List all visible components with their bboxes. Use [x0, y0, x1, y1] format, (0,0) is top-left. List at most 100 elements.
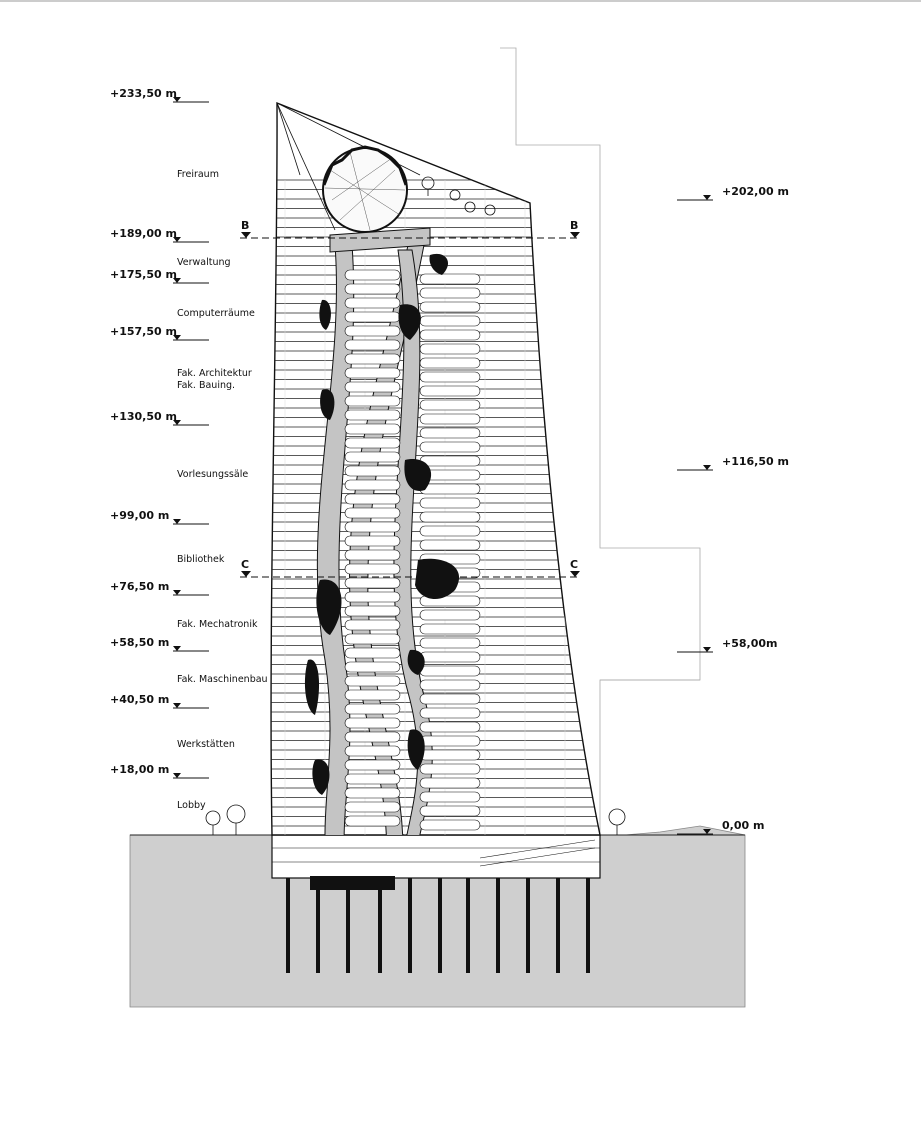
pile — [556, 878, 560, 973]
level-triangle-icon — [703, 647, 711, 652]
pod — [344, 437, 401, 449]
pod — [419, 455, 481, 467]
function-label: Fak. Mechatronik — [177, 619, 258, 630]
pod — [419, 413, 481, 425]
pod — [344, 647, 401, 659]
pod — [344, 297, 401, 309]
section-arrow-icon — [570, 232, 580, 238]
pod — [344, 395, 401, 407]
pod — [344, 521, 401, 533]
pod — [419, 525, 481, 537]
pod — [344, 479, 401, 491]
pod — [419, 511, 481, 523]
pile — [316, 878, 320, 973]
level-label: +189,00 m — [110, 227, 177, 240]
pod — [344, 577, 401, 589]
pod — [344, 353, 401, 365]
level-triangle-icon — [173, 646, 181, 651]
section-arrow-icon — [241, 571, 251, 577]
black-voids — [304, 253, 460, 795]
pod — [344, 675, 401, 687]
level-triangle-icon — [173, 590, 181, 595]
pod — [419, 287, 481, 299]
pod — [419, 791, 481, 803]
pod — [419, 315, 481, 327]
level-label: +157,50 m — [110, 325, 177, 338]
level-label: +202,00 m — [722, 185, 789, 198]
pod — [344, 493, 401, 505]
function-label: Bibliothek — [177, 554, 225, 565]
pod — [419, 679, 481, 691]
level-triangle-icon — [173, 773, 181, 778]
pod — [344, 591, 401, 603]
function-label: Lobby — [177, 800, 206, 811]
section-arrow-icon — [241, 232, 251, 238]
pod — [344, 745, 401, 757]
pod — [344, 759, 401, 771]
left-level-markers: +233,50 m+189,00 m+175,50 m+157,50 m+130… — [110, 87, 209, 779]
pod — [419, 623, 481, 635]
section-mark-left: C — [241, 558, 249, 571]
pod — [344, 325, 401, 337]
function-label: Fak. Maschinenbau — [177, 674, 268, 685]
basement — [271, 834, 601, 890]
pile — [586, 878, 590, 973]
pod — [344, 367, 401, 379]
level-triangle-icon — [703, 465, 711, 470]
function-label: Verwaltung — [177, 257, 231, 268]
level-label: +40,50 m — [110, 693, 169, 706]
floor-pods — [344, 269, 481, 831]
pod — [419, 371, 481, 383]
site-trees — [205, 804, 626, 835]
pod — [419, 273, 481, 285]
level-label: 0,00 m — [722, 819, 764, 832]
level-label: +58,50 m — [110, 636, 169, 649]
level-triangle-icon — [173, 335, 181, 340]
pod — [344, 283, 401, 295]
pod — [344, 605, 401, 617]
pod — [419, 399, 481, 411]
level-triangle-icon — [703, 195, 711, 200]
pod — [344, 815, 401, 827]
pod — [344, 339, 401, 351]
pod — [419, 693, 481, 705]
neighbour-buildings — [500, 47, 701, 835]
pile — [286, 878, 290, 973]
section-mark-right: B — [570, 219, 578, 232]
pod — [344, 549, 401, 561]
pile — [466, 878, 470, 973]
pod — [419, 777, 481, 789]
pod — [344, 269, 401, 281]
function-label: Fak. Architektur — [177, 368, 252, 379]
pod — [419, 763, 481, 775]
pod — [419, 539, 481, 551]
level-label: +76,50 m — [110, 580, 169, 593]
pod — [419, 385, 481, 397]
section-mark-left: B — [241, 219, 249, 232]
section-mark-right: C — [570, 558, 578, 571]
pile — [408, 878, 412, 973]
pod — [419, 609, 481, 621]
pod — [344, 535, 401, 547]
pod — [419, 665, 481, 677]
pod — [419, 343, 481, 355]
pod — [344, 801, 401, 813]
level-triangle-icon — [173, 420, 181, 425]
level-label: +116,50 m — [722, 455, 789, 468]
pod — [419, 805, 481, 817]
pod — [344, 409, 401, 421]
pod — [344, 703, 401, 715]
level-label: +99,00 m — [110, 509, 169, 522]
pod — [344, 731, 401, 743]
level-triangle-icon — [703, 829, 711, 834]
pod — [419, 357, 481, 369]
pod — [344, 661, 401, 673]
top-atrium — [322, 145, 408, 233]
pod — [344, 689, 401, 701]
level-label: +233,50 m — [110, 87, 177, 100]
pod — [419, 707, 481, 719]
pod — [419, 441, 481, 453]
level-triangle-icon — [173, 703, 181, 708]
